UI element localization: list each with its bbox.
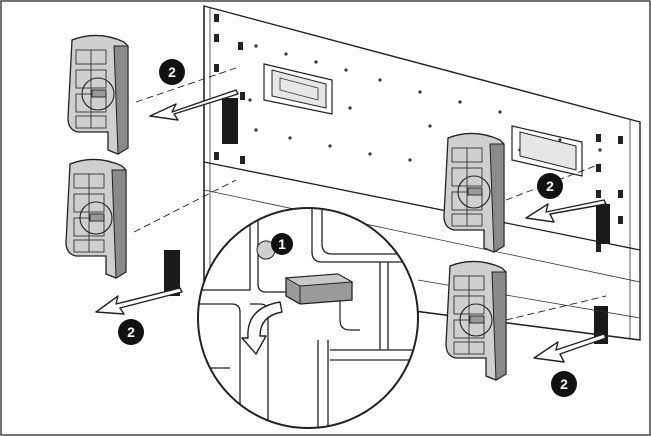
slot-strip-upper-left	[222, 98, 238, 144]
callout-step-2-lower-left-label: 2	[127, 324, 135, 340]
callout-step-2-upper-left-label: 2	[168, 64, 176, 80]
callout-step-2-upper-right: 2	[537, 173, 563, 199]
callout-step-1-label: 1	[278, 236, 286, 252]
callout-step-2-lower-right: 2	[551, 371, 577, 397]
callout-step-2-lower-right-label: 2	[560, 376, 568, 392]
callout-step-2-lower-left: 2	[118, 319, 144, 345]
callout-step-2-upper-left: 2	[159, 59, 185, 85]
callout-step-1: 1	[271, 233, 293, 255]
slot-strip-upper-right	[596, 204, 610, 244]
callout-step-2-upper-right-label: 2	[546, 178, 554, 194]
